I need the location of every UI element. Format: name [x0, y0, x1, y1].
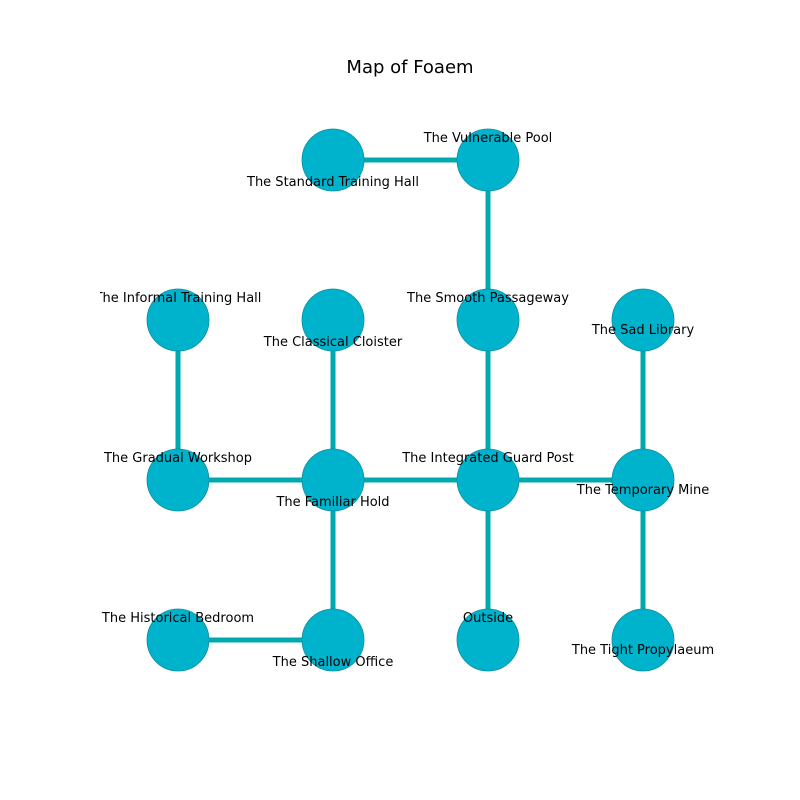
node-label-smooth-passageway: The Smooth Passageway [406, 291, 569, 306]
node-sad-library [611, 288, 675, 352]
node-label-informal-training-hall: The Informal Training Hall [94, 291, 262, 306]
node-integrated-guard-post [456, 448, 520, 512]
node-label-integrated-guard-post: The Integrated Guard Post [401, 451, 574, 466]
node-label-vulnerable-pool: The Vulnerable Pool [423, 131, 553, 146]
diagram-title: Map of Foaem [346, 57, 473, 78]
node-outside [456, 608, 520, 672]
node-tight-propylaeum [611, 608, 675, 672]
node-label-historical-bedroom: The Historical Bedroom [101, 611, 254, 626]
node-label-tight-propylaeum: The Tight Propylaeum [571, 643, 714, 658]
nodes-layer [146, 128, 675, 672]
node-label-temporary-mine: The Temporary Mine [576, 483, 709, 498]
node-vulnerable-pool [456, 128, 520, 192]
node-familiar-hold [301, 448, 365, 512]
node-gradual-workshop [146, 448, 210, 512]
edges-layer [175, 157, 646, 643]
node-standard-training-hall [301, 128, 365, 192]
node-label-sad-library: The Sad Library [591, 323, 695, 338]
node-label-shallow-office: The Shallow Office [272, 655, 394, 670]
node-label-classical-cloister: The Classical Cloister [263, 335, 403, 350]
node-smooth-passageway [456, 288, 520, 352]
labels-layer: The Standard Training Hall The Vulnerable… [94, 131, 714, 670]
node-label-outside: Outside [463, 611, 513, 626]
node-historical-bedroom [146, 608, 210, 672]
node-label-familiar-hold: The Familiar Hold [275, 495, 389, 510]
node-classical-cloister [301, 288, 365, 352]
node-shallow-office [301, 608, 365, 672]
node-informal-training-hall [146, 288, 210, 352]
node-temporary-mine [611, 448, 675, 512]
node-label-standard-training-hall: The Standard Training Hall [246, 175, 419, 190]
node-label-gradual-workshop: The Gradual Workshop [103, 451, 252, 466]
